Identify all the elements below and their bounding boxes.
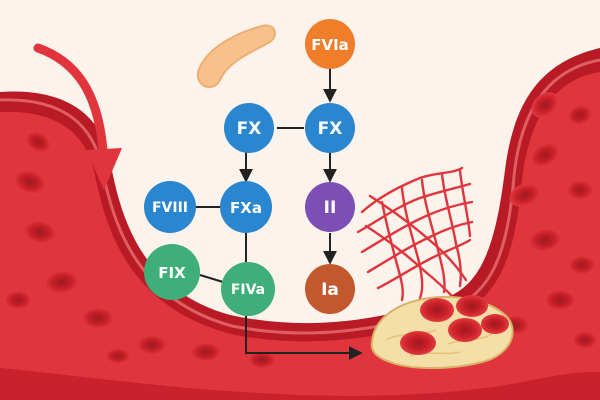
red-blood-cell-icon <box>23 219 57 245</box>
red-blood-cell-icon <box>400 331 436 355</box>
red-blood-cell-icon <box>448 318 482 342</box>
node-label: FIVa <box>231 282 265 298</box>
node-fvia: FVIa <box>305 19 355 69</box>
node-label: FIX <box>158 264 186 282</box>
node-label: II <box>324 198 337 218</box>
red-blood-cell-icon <box>81 307 115 329</box>
clot-icon <box>370 295 514 369</box>
red-blood-cell-icon <box>509 183 541 207</box>
node-fxa: FXa <box>220 181 272 233</box>
node-fx-left: FX <box>224 103 274 153</box>
node-fviii: FVIII <box>144 181 196 233</box>
node-label: FVIa <box>311 36 349 54</box>
red-blood-cell-icon <box>544 289 576 311</box>
red-blood-cell-icon <box>456 295 488 317</box>
red-blood-cell-icon <box>420 298 454 322</box>
fibrin-mesh-icon <box>356 166 474 302</box>
red-blood-cell-icon <box>24 130 52 154</box>
red-blood-cells <box>4 92 598 369</box>
node-ii: II <box>305 182 355 232</box>
node-label: FXa <box>230 199 262 217</box>
node-fx-right: FX <box>305 103 355 153</box>
red-blood-cell-icon <box>248 351 276 369</box>
red-blood-cell-icon <box>568 255 596 275</box>
connectors <box>196 69 363 360</box>
red-blood-cell-icon <box>44 269 80 295</box>
platelet-icon <box>196 24 277 88</box>
red-blood-cell-icon <box>105 348 131 364</box>
red-blood-cell-icon <box>4 290 32 310</box>
red-blood-cell-icon <box>528 227 562 253</box>
node-ia: Ia <box>305 264 355 314</box>
connector-fix-fiva <box>199 274 224 283</box>
red-blood-cell-icon <box>13 169 47 195</box>
node-label: FX <box>237 119 262 139</box>
node-label: FX <box>318 119 343 139</box>
red-blood-cell-icon <box>530 142 560 168</box>
red-blood-cell-icon <box>567 104 593 126</box>
node-fiva: FIVa <box>221 262 275 316</box>
red-blood-cell-icon <box>566 180 594 200</box>
red-blood-cell-icon <box>481 314 509 334</box>
arrow-fiva-clot <box>245 314 363 360</box>
red-blood-cell-icon <box>572 331 598 349</box>
blood-flow-arrow-icon <box>33 43 122 190</box>
red-blood-cell-icon <box>136 335 168 355</box>
node-fix: FIX <box>144 244 200 300</box>
node-label: Ia <box>321 280 339 300</box>
node-label: FVIII <box>152 200 188 216</box>
red-blood-cell-icon <box>531 92 559 118</box>
red-blood-cell-icon <box>190 342 222 362</box>
